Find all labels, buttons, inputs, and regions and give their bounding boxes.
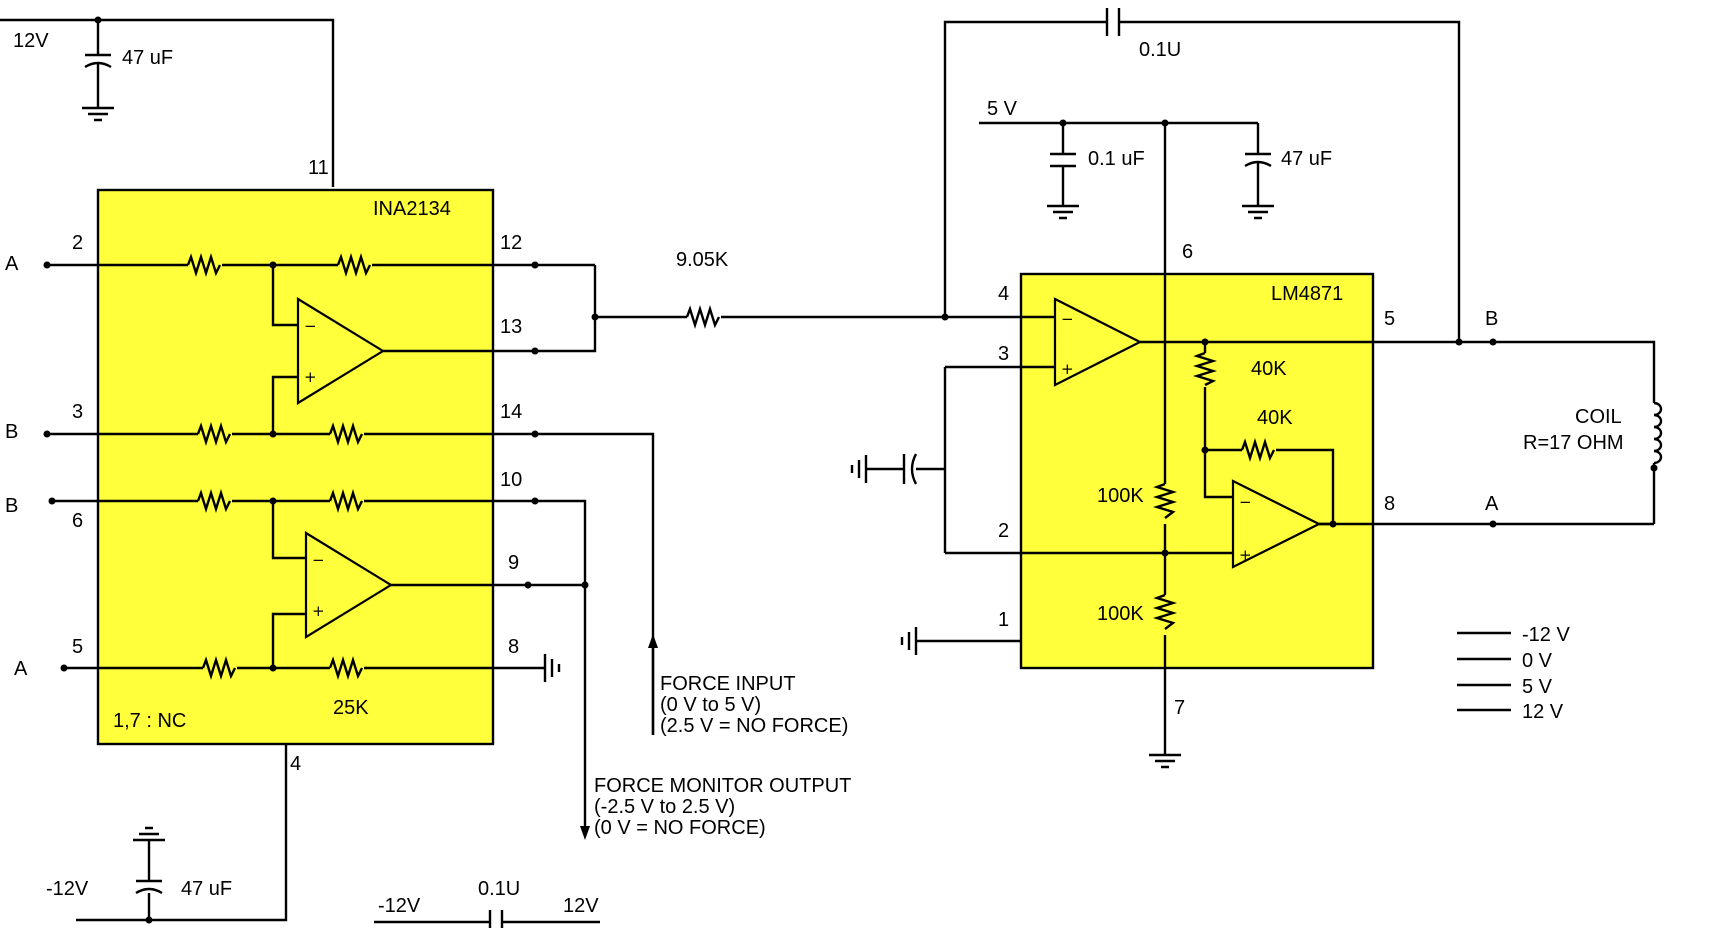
lm-cap-01uf-label: 0.1 uF [1088, 148, 1145, 170]
supply-12v-label: 12V [13, 30, 49, 52]
lm-pin-1: 1 [998, 609, 1009, 631]
ina-pin-13: 13 [500, 316, 522, 338]
bypass-left-label: -12V [378, 895, 421, 917]
opamp-plus-sign: + [1239, 546, 1252, 564]
feedback-cap-label: 0.1U [1139, 39, 1181, 61]
opamp-minus-sign: − [312, 551, 325, 569]
lm-pin-8: 8 [1384, 493, 1395, 515]
feedback-capacitor [943, 8, 1461, 342]
lm-r40k-label: 40K [1251, 358, 1287, 380]
force-input-line1: FORCE INPUT [660, 673, 796, 695]
lm4871-name: LM4871 [1271, 283, 1343, 305]
coil-wiring [1459, 340, 1663, 524]
ina-pin-9: 9 [508, 552, 519, 574]
bottom-cap-label: 47 uF [181, 878, 232, 900]
five-volt-supply [979, 119, 1274, 274]
lm-r40k-label: 40K [1257, 407, 1293, 429]
lm-pin-2: 2 [998, 520, 1009, 542]
lm-r100k-label: 100K [1097, 485, 1144, 507]
lm-pin-6: 6 [1182, 241, 1193, 263]
lm-pin-4: 4 [998, 283, 1009, 305]
ground-icon [1047, 204, 1079, 220]
lm-junctions [1161, 338, 1658, 557]
force-output-arrow [580, 826, 590, 840]
ina-pin-6: 6 [72, 510, 83, 532]
lm-cap-47uf-label: 47 uF [1281, 148, 1332, 170]
legend-item: -12 V [1522, 624, 1570, 646]
lm-pin-5: 5 [1384, 308, 1395, 330]
force-output-line2: (-2.5 V to 2.5 V) [594, 796, 735, 818]
ina-pin-11: 11 [308, 157, 329, 179]
ina-resistors-ch2 [196, 488, 364, 681]
lm-opamp-1: − + [1053, 297, 1143, 387]
bypass-cap-label: 0.1U [478, 878, 520, 900]
coil-label: COIL [1575, 406, 1622, 428]
legend-item: 5 V [1522, 676, 1553, 698]
ina-opamp-1: − + [296, 297, 386, 405]
link-wiring [595, 304, 1075, 330]
bottom-supply [76, 744, 288, 924]
ina-junctions [43, 261, 599, 672]
output-b-label: B [1485, 308, 1498, 330]
ina2134-name: INA2134 [373, 198, 451, 220]
lm-r100k-label: 100K [1097, 603, 1144, 625]
legend-item: 0 V [1522, 650, 1553, 672]
ground-icon [133, 826, 165, 842]
ina-pin-10: 10 [500, 469, 522, 491]
ina-resistors-ch1 [186, 252, 372, 447]
opamp-plus-sign: + [304, 368, 317, 386]
force-output-line1: FORCE MONITOR OUTPUT [594, 775, 851, 797]
input-a-label: A [14, 658, 28, 680]
bypass-right-label: 12V [563, 895, 599, 917]
ina-pin-14: 14 [500, 401, 522, 423]
ground-icon [82, 106, 114, 122]
ina-25k-label: 25K [333, 697, 369, 719]
ina-opamp-2: − + [304, 531, 394, 639]
ina-pin-3: 3 [72, 401, 83, 423]
ina-pin-12: 12 [500, 232, 522, 254]
ina-channel-2-wiring [52, 499, 587, 835]
lm-pin-7: 7 [1174, 697, 1185, 719]
top-supply [0, 16, 335, 187]
ina-pin-5: 5 [72, 636, 83, 658]
force-input-line2: (0 V to 5 V) [660, 694, 761, 716]
top-cap-label: 47 uF [122, 47, 173, 69]
supply-neg12v-label: -12V [46, 878, 89, 900]
lm-internal-wiring [916, 274, 1654, 755]
lm-opamp-2: − + [1231, 479, 1322, 569]
input-b-label: B [5, 421, 18, 443]
ground-icon [850, 455, 868, 483]
opamp-minus-sign: − [304, 317, 317, 335]
link-resistor-label: 9.05K [676, 249, 729, 271]
bypass-capacitor [374, 910, 600, 928]
ina-pin-8: 8 [508, 636, 519, 658]
force-output-line3: (0 V = NO FORCE) [594, 817, 766, 839]
ground-icon [1149, 753, 1181, 769]
input-b-label: B [5, 495, 18, 517]
opamp-minus-sign: − [1239, 493, 1252, 511]
force-input-arrow [648, 634, 658, 735]
coil-value: R=17 OHM [1523, 432, 1624, 454]
force-input-line3: (2.5 V = NO FORCE) [660, 715, 848, 737]
pin3-bypass-capacitor [850, 453, 945, 485]
opamp-plus-sign: + [1061, 360, 1074, 378]
input-a-label: A [5, 253, 19, 275]
voltage-legend: -12 V 0 V 5 V 12 V [1457, 624, 1570, 723]
lm-pin-3: 3 [998, 343, 1009, 365]
opamp-plus-sign: + [312, 602, 325, 620]
ground-icon [900, 627, 918, 655]
ground-icon [543, 654, 561, 682]
ina-pin-4: 4 [290, 753, 301, 775]
ina2134-chip [96, 188, 495, 746]
ina-pin-2: 2 [72, 232, 83, 254]
output-a-label: A [1485, 493, 1499, 515]
supply-5v-label: 5 V [987, 98, 1018, 120]
opamp-minus-sign: − [1061, 310, 1074, 328]
ina-channel-1-wiring [47, 263, 655, 735]
ina-nc-note: 1,7 : NC [113, 710, 186, 732]
lm-resistors [1152, 351, 1276, 630]
legend-item: 12 V [1522, 701, 1564, 723]
ground-icon [1242, 204, 1274, 220]
